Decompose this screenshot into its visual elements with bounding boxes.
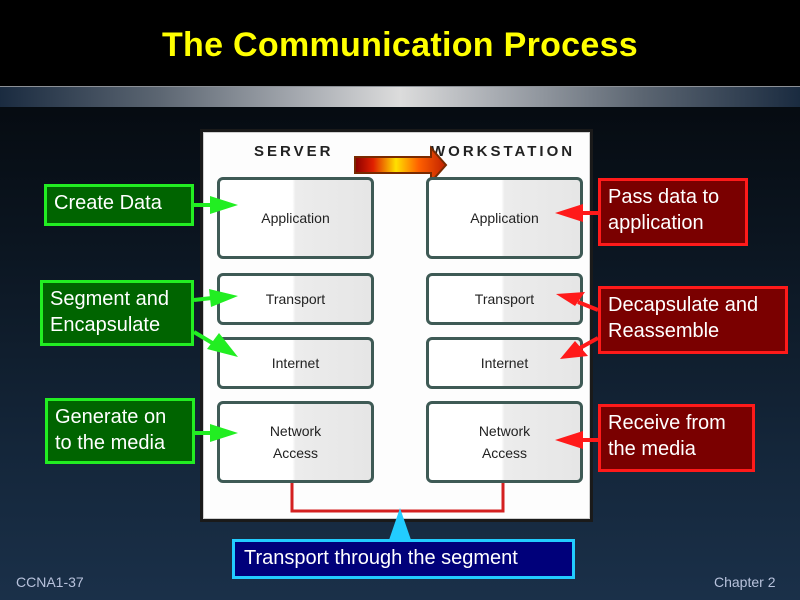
callout-generate-media: Generate on to the media: [45, 398, 195, 464]
server-label: SERVER: [254, 143, 334, 160]
data-flow-arrow-icon: [354, 145, 448, 185]
server-layer-application: Application: [217, 177, 374, 259]
diagram-panel: SERVER WORKSTATION Application Transport…: [200, 129, 593, 522]
server-layer-transport: Transport: [217, 273, 374, 325]
workstation-layer-internet: Internet: [426, 337, 583, 389]
slide-title: The Communication Process: [161, 26, 639, 64]
callout-segment-encapsulate: Segment and Encapsulate: [40, 280, 194, 346]
footer-chapter: Chapter 2: [714, 574, 776, 590]
workstation-layer-transport: Transport: [426, 273, 583, 325]
callout-decapsulate-reassemble: Decapsulate and Reassemble: [598, 286, 788, 354]
workstation-label: WORKSTATION: [431, 143, 576, 160]
server-layer-network-access: Network Access: [217, 401, 374, 483]
callout-receive-media: Receive from the media: [598, 404, 755, 472]
server-layer-internet: Internet: [217, 337, 374, 389]
workstation-layer-application: Application: [426, 177, 583, 259]
callout-create-data: Create Data: [44, 184, 194, 226]
title-area: [0, 0, 800, 86]
network-segment-line: [290, 483, 505, 513]
title-divider-bar: [0, 86, 800, 107]
callout-transport-segment: Transport through the segment: [232, 539, 575, 579]
callout-pass-data: Pass data to application: [598, 178, 748, 246]
footer-slide-id: CCNA1-37: [16, 574, 84, 590]
